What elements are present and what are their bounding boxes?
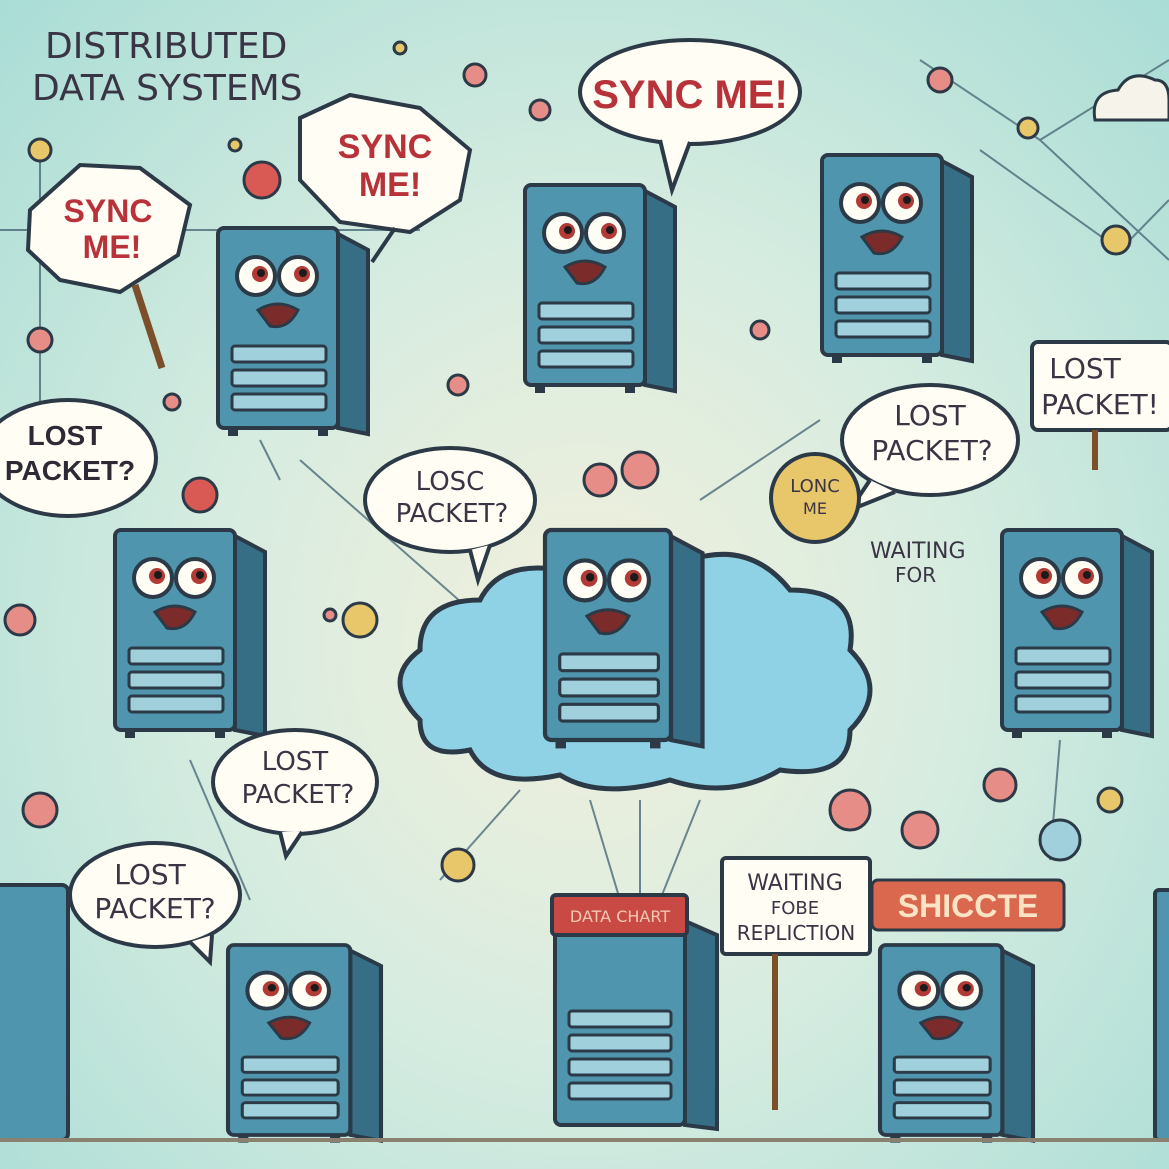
bubble-text-line1: LOST [262,747,329,777]
speech-bubble-lost-left: LOST PACKET? [0,398,158,518]
bubble-text-line1: LOST [28,420,103,451]
badge-text-line1: LONC [790,476,840,497]
sign-text-line2: PACKET! [1041,388,1159,421]
poster-title-line2: DATA SYSTEMS [32,68,303,109]
speech-bubble-lost-mid-low: LOST PACKET? [211,728,379,861]
badge-text-line2: ME [803,499,827,518]
bubble-text: SYNC ME! [592,73,788,117]
speech-bubble-lost-right: LOST PACKET? [840,383,1020,515]
bubble-text-line2: PACKET? [5,455,135,486]
poster-title-line1: DISTRIBUTED [45,26,287,67]
box-label-top: DATA CHART [550,893,689,937]
bubble-text-line1: SYNC [64,193,153,229]
server-character-left-top [216,226,370,438]
sign-waiting-replication: WAITING FOBE REPLICTION [720,856,872,1110]
sign-waiting-for: WAITING FOR [870,539,966,587]
server-character-bottom-left [228,945,381,1143]
sign-text-line1: LOST [1049,352,1121,385]
server-rack-bottom-center [553,913,719,1131]
network-node-icons [3,40,1132,883]
bubble-text-line2: PACKET? [94,892,215,925]
server-character-right-top [820,153,974,365]
bubble-text-line2: ME! [359,166,421,204]
bubble-text-line2: PACKET? [396,499,509,529]
server-character-cloud [545,530,703,748]
sign-text-line3: REPLICTION [737,921,855,945]
bubble-text-line2: PACKET? [871,434,992,467]
bubble-text-line2: ME! [83,229,142,265]
sign-text-line1: WAITING [870,539,966,564]
bubble-text-line2: PACKET? [242,780,355,810]
banner-text: SHICCTE [898,888,1038,924]
server-character-bottom-right [880,945,1033,1143]
speech-bubble-lost-bottom: LOST PACKET? [68,841,242,967]
sign-text-line2: FOR [895,563,936,587]
sign-text-line2: FOBE [771,898,819,919]
sky-cloud-icon [1092,74,1169,122]
server-character-right-mid [1000,528,1154,740]
server-character-left-mid [113,528,267,740]
speech-bubble-losc-center: LOSC PACKET? [363,446,537,587]
bubble-text-line1: LOST [894,399,966,432]
badge-lonc-me: LONC ME [769,452,861,544]
banner-sync-scrambled: SHICCTE [870,878,1066,932]
speech-bubble-sync-mid: SYNC ME! [298,92,473,264]
sign-text-line1: WAITING [747,871,843,896]
speech-bubble-sync-top-center: SYNC ME! [578,38,802,197]
bubble-text-line1: SYNC [338,128,432,166]
speech-bubble-sync-left: SYNC ME! [25,162,193,370]
server-character-center-top [523,183,677,395]
sign-lost-far-right: LOST PACKET! [1030,340,1169,470]
box-label-text: DATA CHART [570,907,670,926]
bubble-text-line1: LOST [114,858,186,891]
bubble-text-line1: LOSC [416,467,485,497]
